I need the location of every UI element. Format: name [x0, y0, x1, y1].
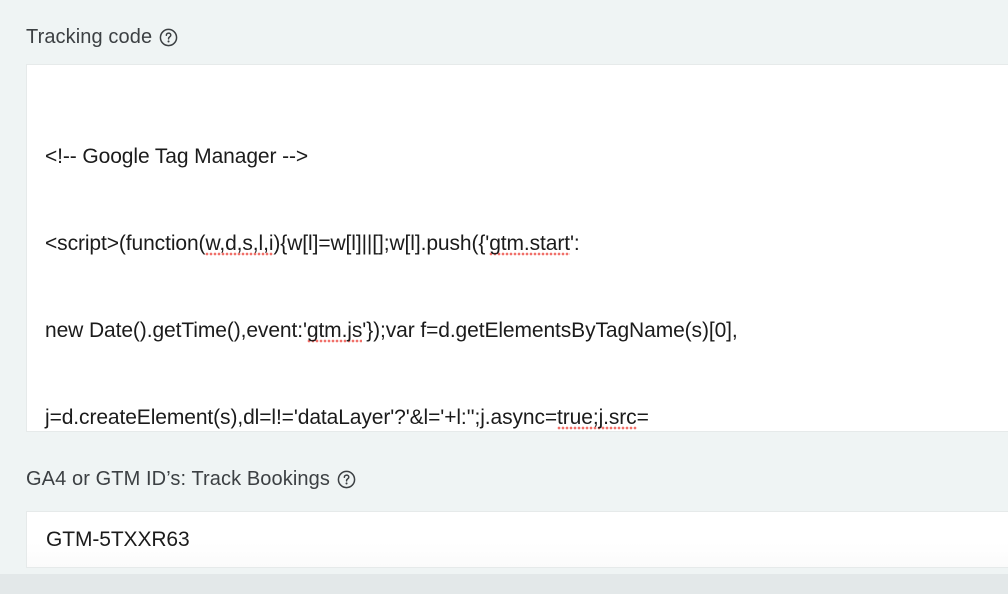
tracking-code-label: Tracking code [26, 25, 178, 49]
tracking-code-content: <!-- Google Tag Manager --> <script>(fun… [27, 65, 1008, 431]
help-circle-icon[interactable] [159, 28, 178, 47]
code-line-text: new Date().getTime(),event:'gtm.js'});va… [45, 319, 738, 344]
code-line: <script>(function(w,d,s,l,i){w[l]=w[l]||… [45, 229, 1008, 258]
code-line: new Date().getTime(),event:'gtm.js'});va… [45, 316, 1008, 345]
tracking-code-label-text: Tracking code [26, 26, 153, 48]
code-line: j=d.createElement(s),dl=l!='dataLayer'?'… [45, 403, 1008, 431]
gtm-id-label-text: GA4 or GTM ID’s: Track Bookings [26, 468, 330, 490]
gtm-id-input-value: GTM-5TXXR63 [46, 527, 190, 551]
gtm-id-input[interactable]: GTM-5TXXR63 [26, 511, 1008, 568]
code-line-text: j=d.createElement(s),dl=l!='dataLayer'?'… [45, 406, 649, 431]
help-circle-icon[interactable] [337, 470, 356, 489]
page-bottom-band [0, 574, 1008, 594]
code-line: <!-- Google Tag Manager --> [45, 145, 309, 168]
gtm-id-label: GA4 or GTM ID’s: Track Bookings [26, 467, 356, 491]
code-line-text: <script>(function(w,d,s,l,i){w[l]=w[l]||… [45, 232, 580, 257]
tracking-code-textarea[interactable]: <!-- Google Tag Manager --> <script>(fun… [26, 64, 1008, 432]
